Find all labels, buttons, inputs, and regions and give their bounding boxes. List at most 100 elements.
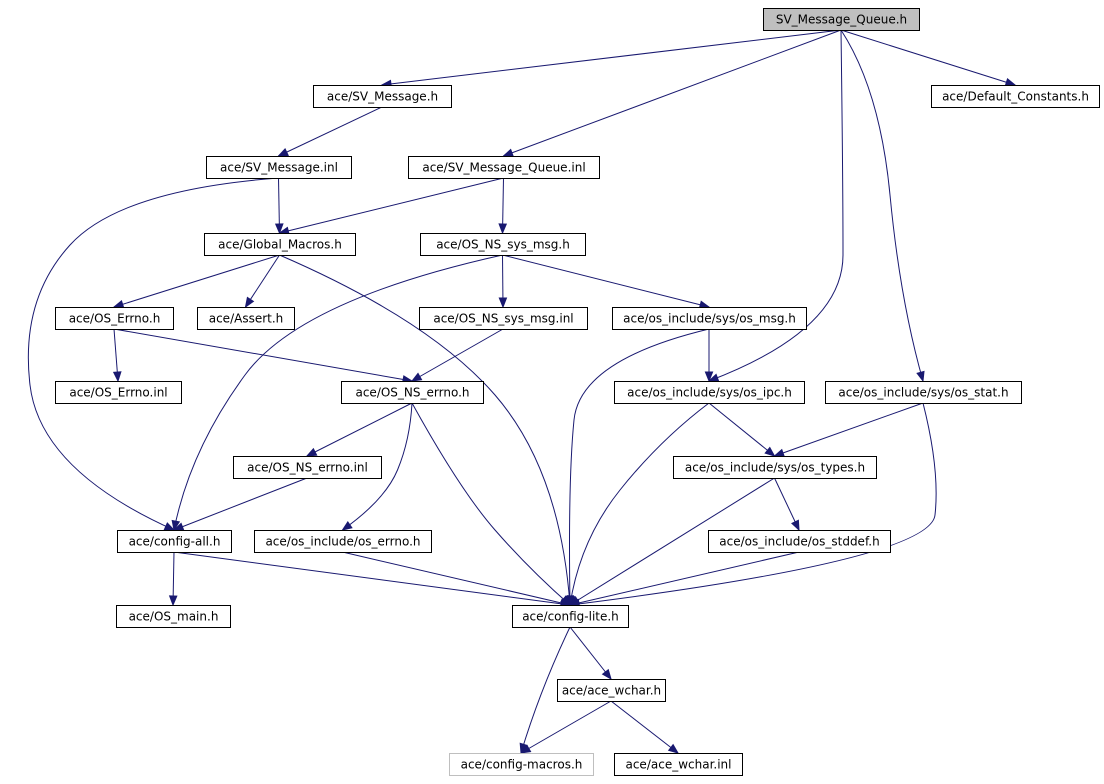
edge-ace_wchar_h-to-ace_wchar_inl: [610, 700, 680, 754]
edge-os_msg_h-to-os_ipc_h: [704, 329, 714, 383]
arrowhead-icon: [916, 370, 925, 383]
node-box: [206, 156, 352, 179]
arrowhead-icon: [791, 519, 800, 532]
node-label: ace/ace_wchar.inl: [625, 758, 731, 772]
node-label: ace/OS_NS_sys_msg.h: [436, 238, 570, 252]
node-default-constants[interactable]: ace/Default_Constants.h: [931, 85, 1100, 108]
edge-line: [569, 402, 710, 606]
edge-os_stat_h-to-config_lite_h: [568, 402, 937, 609]
node-label: ace/SV_Message_Queue.inl: [422, 161, 585, 175]
edge-os_ns_sys_msg_inl-to-os_ns_errno_h: [410, 328, 504, 382]
node-label: ace/os_include/sys/os_ipc.h: [627, 386, 792, 400]
edge-line: [610, 700, 679, 754]
node-os-ns-errno-h[interactable]: ace/OS_NS_errno.h: [341, 381, 484, 404]
node-sv-mq-inl[interactable]: ace/SV_Message_Queue.inl: [408, 156, 600, 179]
arrowhead-icon: [163, 522, 176, 531]
edge-line: [342, 402, 413, 531]
edge-line: [503, 29, 842, 157]
edge-os_errno_h-to-os_ns_errno_h: [113, 328, 414, 384]
edge-config_lite_h-to-config_macros_h: [519, 626, 571, 755]
edge-line: [774, 477, 800, 531]
edge-line: [245, 254, 280, 308]
node-os-msg-h[interactable]: ace/os_include/sys/os_msg.h: [612, 307, 807, 330]
node-config-macros-h[interactable]: ace/config-macros.h: [449, 753, 594, 776]
node-box: [116, 605, 231, 628]
edge-os_ns_sys_msg_h-to-os_ns_sys_msg_inl: [498, 254, 508, 309]
edge-sv_msg_h-to-sv_msg_inl: [277, 106, 383, 157]
arrowhead-icon: [498, 297, 508, 309]
edge-line: [840, 29, 924, 382]
node-label: ace/OS_Errno.inl: [69, 386, 167, 400]
node-box: [763, 8, 920, 31]
node-box: [825, 381, 1022, 404]
edge-line: [306, 402, 413, 457]
node-label: ace/os_include/sys/os_stat.h: [838, 386, 1008, 400]
edge-os_ipc_h-to-os_types_h: [708, 402, 776, 457]
node-label: ace/config-lite.h: [522, 610, 619, 624]
node-os-stat-h[interactable]: ace/os_include/sys/os_stat.h: [825, 381, 1022, 404]
edge-line: [502, 254, 710, 308]
edge-line: [840, 29, 1016, 86]
node-box: [117, 530, 232, 553]
node-box: [254, 530, 432, 553]
edge-line: [279, 177, 504, 234]
edge-global_macros-to-os_errno_h: [112, 254, 280, 309]
node-label: ace/config-macros.h: [461, 758, 583, 772]
node-os-stddef-h[interactable]: ace/os_include/os_stddef.h: [708, 530, 891, 553]
edge-line: [113, 254, 280, 308]
arrowhead-icon: [601, 668, 612, 681]
node-os-errno-inl[interactable]: ace/OS_Errno.inl: [55, 381, 182, 404]
edge-line: [569, 477, 775, 606]
node-os-ns-errno-inl[interactable]: ace/OS_NS_errno.inl: [233, 456, 382, 479]
node-box: [931, 85, 1100, 108]
arrowhead-icon: [498, 223, 508, 235]
arrowhead-icon: [519, 744, 532, 754]
node-os-include-errno-h[interactable]: ace/os_include/os_errno.h: [254, 530, 432, 553]
arrowhead-icon: [277, 148, 289, 157]
arrowhead-icon: [410, 372, 423, 382]
edge-line: [173, 254, 503, 531]
node-ace-wchar-h[interactable]: ace/ace_wchar.h: [557, 679, 666, 702]
edge-line: [278, 106, 383, 157]
node-label: ace/OS_NS_errno.h: [355, 386, 469, 400]
node-sv-msg-inl[interactable]: ace/SV_Message.inl: [206, 156, 352, 179]
node-os-errno-h[interactable]: ace/OS_Errno.h: [55, 307, 174, 330]
edge-sv_msg_inl-to-config_all_h: [27, 177, 279, 531]
node-box: [420, 233, 586, 256]
node-config-lite-h[interactable]: ace/config-lite.h: [512, 605, 629, 628]
node-sv-mq-h: SV_Message_Queue.h: [763, 8, 920, 31]
node-label: ace/Assert.h: [209, 312, 284, 326]
arrowhead-icon: [704, 371, 714, 383]
node-os-types-h[interactable]: ace/os_include/sys/os_types.h: [673, 456, 877, 479]
edge-line: [381, 29, 842, 86]
arrowhead-icon: [112, 300, 125, 309]
arrowhead-icon: [171, 519, 181, 532]
node-label: ace/os_include/sys/os_msg.h: [623, 312, 796, 326]
arrowhead-icon: [502, 148, 514, 157]
node-box: [55, 307, 174, 330]
node-global-macros[interactable]: ace/Global_Macros.h: [204, 233, 356, 256]
node-os-ns-sys-msg-inl[interactable]: ace/OS_NS_sys_msg.inl: [419, 307, 588, 330]
node-os-main-h[interactable]: ace/OS_main.h: [116, 605, 231, 628]
edge-os_stat_h-to-os_types_h: [773, 402, 924, 457]
node-label: ace/config-all.h: [129, 535, 221, 549]
edge-line: [27, 177, 279, 531]
node-sv-msg-h[interactable]: ace/SV_Message.h: [313, 85, 452, 108]
edge-config_lite_h-to-ace_wchar_h: [569, 626, 612, 681]
edge-os_ns_sys_msg_h-to-os_msg_h: [502, 254, 711, 309]
node-label: ace/Default_Constants.h: [942, 90, 1089, 104]
node-os-ipc-h[interactable]: ace/os_include/sys/os_ipc.h: [614, 381, 805, 404]
edge-line: [173, 477, 308, 531]
node-box: [197, 307, 295, 330]
edge-os_types_h-to-os_stddef_h: [774, 477, 800, 532]
node-assert-h[interactable]: ace/Assert.h: [197, 307, 295, 330]
node-os-ns-sys-msg-h[interactable]: ace/OS_NS_sys_msg.h: [420, 233, 586, 256]
node-ace-wchar-inl[interactable]: ace/ace_wchar.inl: [614, 753, 743, 776]
node-box: [614, 753, 743, 776]
edge-sv_msg_inl-to-global_macros: [274, 177, 284, 235]
node-config-all-h[interactable]: ace/config-all.h: [117, 530, 232, 553]
edge-os_ipc_h-to-config_lite_h: [567, 402, 710, 607]
node-box: [55, 381, 182, 404]
arrowhead-icon: [112, 371, 122, 383]
